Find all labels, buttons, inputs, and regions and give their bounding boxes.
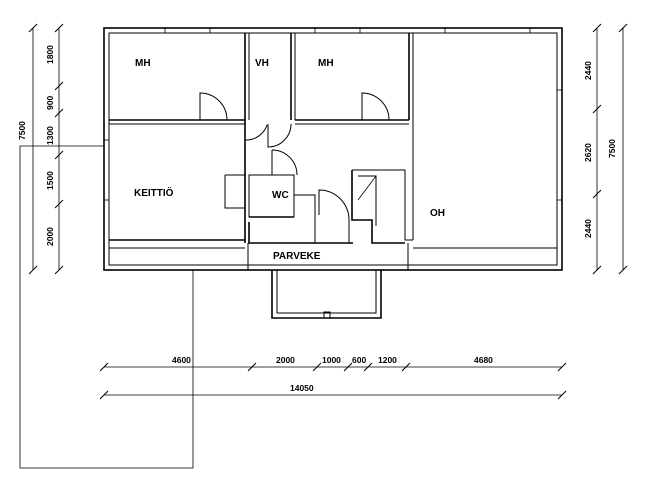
dim-bottom-1200: 1200 xyxy=(378,355,397,365)
dim-bottom-600: 600 xyxy=(352,355,366,365)
room-label-mh2: MH xyxy=(318,58,334,69)
room-label-mh1: MH xyxy=(135,58,151,69)
room-label-oh: OH xyxy=(430,208,445,219)
room-labels: MH VH MH KEITTIÖ WC OH PARVEKE xyxy=(134,58,445,262)
dim-right-2620: 2620 xyxy=(583,143,593,162)
left-dimensions: 1800 900 1300 1500 2000 7500 xyxy=(17,23,64,275)
interior-walls xyxy=(109,33,557,270)
room-label-parveke: PARVEKE xyxy=(273,251,321,262)
right-ticks xyxy=(592,23,628,275)
dim-left-1500: 1500 xyxy=(45,171,55,190)
dim-left-2000: 2000 xyxy=(45,227,55,246)
dim-right-2440-bottom: 2440 xyxy=(583,219,593,238)
doors xyxy=(199,92,390,243)
site-outline xyxy=(19,145,194,469)
dim-bottom-4680: 4680 xyxy=(474,355,493,365)
dim-bottom-1000: 1000 xyxy=(322,355,341,365)
window-marks xyxy=(104,28,562,201)
dim-right-total: 7500 xyxy=(607,139,617,158)
dim-bottom-2000: 2000 xyxy=(276,355,295,365)
dim-left-900: 900 xyxy=(45,96,55,110)
dim-left-total: 7500 xyxy=(17,121,27,140)
left-ticks xyxy=(28,23,64,275)
exterior-walls xyxy=(103,27,563,271)
room-label-wc: WC xyxy=(272,190,289,201)
right-dimensions: 2440 2620 2440 7500 xyxy=(583,23,628,275)
dim-bottom-4600: 4600 xyxy=(172,355,191,365)
room-label-keittio: KEITTIÖ xyxy=(134,186,174,199)
room-label-vh: VH xyxy=(255,58,269,69)
balcony-outline xyxy=(271,270,382,319)
dim-bottom-total: 14050 xyxy=(290,383,314,393)
dim-left-1300: 1300 xyxy=(45,126,55,145)
dim-left-1800: 1800 xyxy=(45,45,55,64)
dim-right-2440-top: 2440 xyxy=(583,61,593,80)
bottom-ticks xyxy=(99,362,567,400)
bottom-dimensions: 4600 2000 1000 600 1200 4680 14050 xyxy=(99,355,567,400)
